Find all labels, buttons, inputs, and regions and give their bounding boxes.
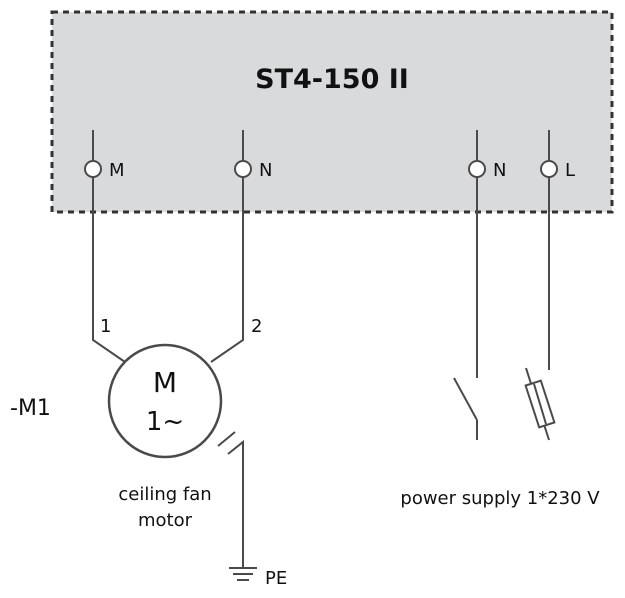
motor-terminal-1-label: 1	[100, 316, 111, 337]
terminal-n-supply: N	[468, 130, 506, 181]
motor-caption-line2: motor	[138, 510, 193, 531]
terminal-m-circle	[84, 160, 102, 178]
motor-circle	[107, 343, 223, 459]
terminal-l-circle	[540, 160, 558, 178]
motor-phase: 1~	[146, 407, 184, 437]
pe-wire	[227, 439, 244, 568]
terminal-n-motor-circle	[234, 160, 252, 178]
supply-caption: power supply 1*230 V	[400, 488, 600, 509]
motor-symbol: M 1~	[107, 343, 223, 459]
pe-stub	[217, 431, 236, 447]
terminal-m-label: M	[109, 160, 125, 181]
fuse-element	[533, 383, 547, 425]
terminal-n-supply-circle	[468, 160, 486, 178]
motor-symbol-m: M	[153, 366, 177, 399]
supply-l-fuse	[524, 177, 556, 441]
motor-terminal-2-label: 2	[251, 316, 262, 337]
motor-caption-line1: ceiling fan	[118, 484, 211, 505]
controller-title: ST4-150 II	[255, 64, 409, 95]
terminal-l: L	[540, 130, 575, 181]
wire-motor-2	[210, 177, 244, 363]
wire-motor-1	[92, 177, 126, 363]
earth-label: PE	[265, 568, 287, 589]
earth-connection: PE	[217, 431, 287, 589]
terminal-l-label: L	[565, 160, 575, 181]
controller-border	[50, 10, 614, 214]
switch-blade	[453, 377, 478, 421]
controller-box: ST4-150 II	[50, 10, 614, 214]
motor-designation: -M1	[10, 396, 51, 421]
terminal-n-motor-label: N	[259, 160, 272, 181]
supply-n-switch	[453, 177, 478, 440]
terminal-n-supply-label: N	[493, 160, 506, 181]
terminal-n-motor: N	[234, 130, 272, 181]
terminal-m: M	[84, 130, 125, 181]
